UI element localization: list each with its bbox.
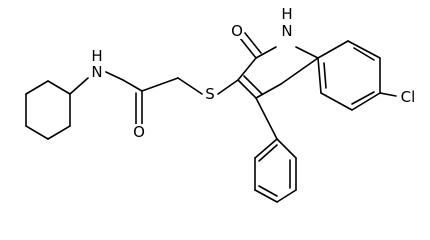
atom-label-amide-o: O <box>132 123 146 141</box>
quinolinone-core <box>217 32 397 111</box>
molecule-structure: H N O S O H N Cl <box>25 5 416 203</box>
atom-label-ring-nh: H N <box>281 5 292 40</box>
atom-label-lactam-o: O <box>230 22 244 40</box>
atom-label-s: S <box>203 85 217 103</box>
svg-text:N: N <box>91 63 102 81</box>
lactam-oxygen-label: O <box>231 22 243 40</box>
atom-label-cl: Cl <box>401 88 416 106</box>
cyclohexyl-ring <box>25 80 71 140</box>
svg-text:N: N <box>281 22 292 40</box>
sulfur-label: S <box>205 85 215 103</box>
svg-text:H: H <box>91 47 102 65</box>
atom-label-amide-nh: H N <box>91 47 102 81</box>
amide-linker <box>69 71 203 125</box>
phenyl-ring <box>254 97 297 203</box>
chlorine-label: Cl <box>401 88 416 106</box>
amide-oxygen-label: O <box>133 123 145 141</box>
svg-text:H: H <box>281 5 292 23</box>
